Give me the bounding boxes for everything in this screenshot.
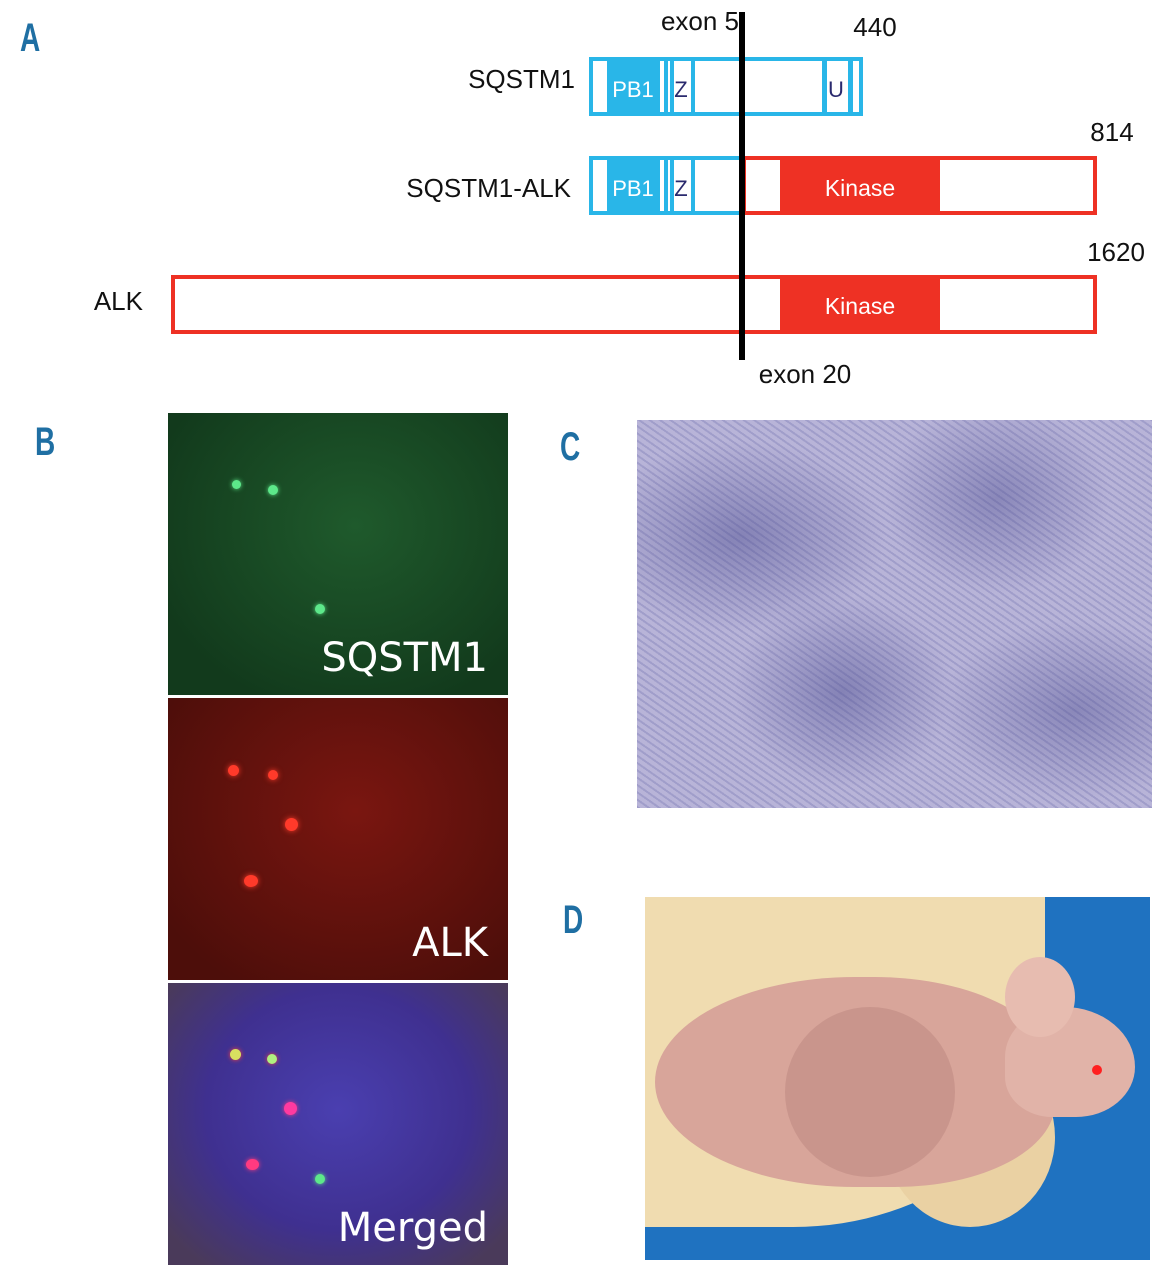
kinase-label: Kinase: [825, 175, 895, 201]
alk-name: ALK: [94, 286, 144, 316]
fish-label-sqstm1: SQSTM1: [321, 635, 488, 681]
histology-image: [637, 420, 1152, 808]
u-label: U: [828, 77, 844, 102]
fish-image-sqstm1: SQSTM1: [168, 413, 508, 695]
fish-image-merged: Merged: [168, 983, 508, 1265]
panel-label-b: B: [35, 420, 56, 464]
pb1-label: PB1: [612, 77, 654, 102]
exon-20-label: exon 20: [759, 359, 852, 389]
sqstm1-length: 440: [853, 12, 896, 42]
panel-label-d: D: [563, 898, 584, 942]
svg-text:Z: Z: [674, 176, 687, 201]
panel-label-a: A: [20, 16, 41, 60]
panel-label-c: C: [560, 425, 581, 469]
z-label: Z: [674, 77, 687, 102]
mouse-eye: [1092, 1065, 1102, 1075]
fusion-protein: PB1 Z Kinase: [589, 156, 1097, 215]
kinase-domain: [780, 158, 940, 213]
mouse-photo: [645, 897, 1150, 1260]
alk-length: 1620: [1087, 237, 1145, 267]
fusion-length: 814: [1090, 117, 1133, 147]
alk-protein: Kinase: [171, 275, 1097, 334]
fusion-name: SQSTM1-ALK: [406, 173, 571, 203]
exon-5-label: exon 5: [661, 6, 739, 36]
fish-label-merged: Merged: [337, 1205, 488, 1251]
pb1-domain: [607, 59, 660, 114]
sqstm1-name: SQSTM1: [468, 64, 575, 94]
fish-image-alk: ALK: [168, 698, 508, 980]
svg-text:PB1: PB1: [612, 176, 654, 201]
sqstm1-protein: PB1 Z U: [589, 57, 863, 116]
domain-diagram: PB1 Z U SQSTM1 440 PB1 Z Kinase SQSTM1-A…: [94, 6, 1145, 389]
fish-label-alk: ALK: [412, 920, 488, 966]
svg-text:Kinase: Kinase: [825, 293, 895, 319]
